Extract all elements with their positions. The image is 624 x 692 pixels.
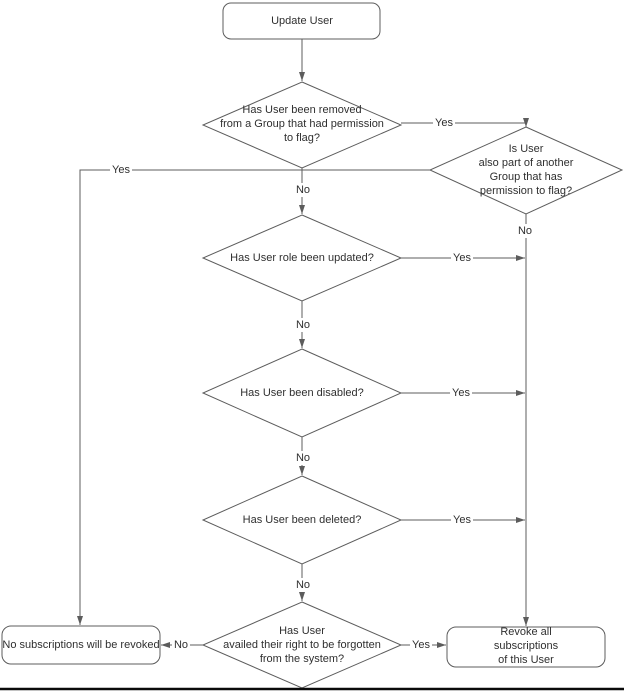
edge-d1-yes-to-d2	[401, 118, 529, 127]
edge-label-d5-no: No	[293, 578, 313, 592]
end-node-no-revoke-label: No subscriptions will be revoked	[2, 639, 160, 651]
decision-user-deleted	[201, 475, 403, 565]
edge-label-d2-yes: Yes	[110, 163, 132, 177]
decision-role-updated-label: Has User role been updated?	[230, 252, 374, 264]
end-node-revoke	[446, 626, 606, 668]
edge-label-d3-no: No	[293, 318, 313, 332]
edge-label-d6-yes: Yes	[410, 638, 432, 652]
start-node	[222, 2, 381, 40]
edge-label-d1-yes: Yes	[433, 116, 455, 130]
decision-other-group-permission	[428, 126, 624, 215]
edge-label-d2-no: No	[515, 224, 535, 238]
edge-label-d1-no: No	[293, 183, 313, 197]
decision-removed-from-group	[201, 81, 403, 169]
edge-label-d3-yes: Yes	[451, 251, 473, 265]
edge-label-d5-yes: Yes	[451, 513, 473, 527]
edge-label-d4-no: No	[293, 451, 313, 465]
end-node-no-revoke	[1, 625, 161, 665]
edge-label-d4-yes: Yes	[450, 386, 472, 400]
edge-label-d6-no: No	[171, 638, 191, 652]
decision-user-disabled	[201, 348, 403, 438]
decision-right-to-be-forgotten-label: Has User availed their right to be forgo…	[223, 625, 381, 665]
decision-removed-from-group-label: Has User been removed from a Group that …	[220, 104, 384, 144]
decision-user-disabled-label: Has User been disabled?	[240, 387, 364, 399]
edge-d2-yes-to-no-revoke	[77, 169, 430, 625]
start-node-label: Update User	[271, 15, 333, 27]
end-node-revoke-label: Revoke all subscriptions of this User	[493, 626, 559, 666]
decision-role-updated	[201, 214, 403, 302]
decision-other-group-permission-label: Is User also part of another Group that …	[478, 143, 574, 197]
decision-user-deleted-label: Has User been deleted?	[242, 514, 362, 526]
